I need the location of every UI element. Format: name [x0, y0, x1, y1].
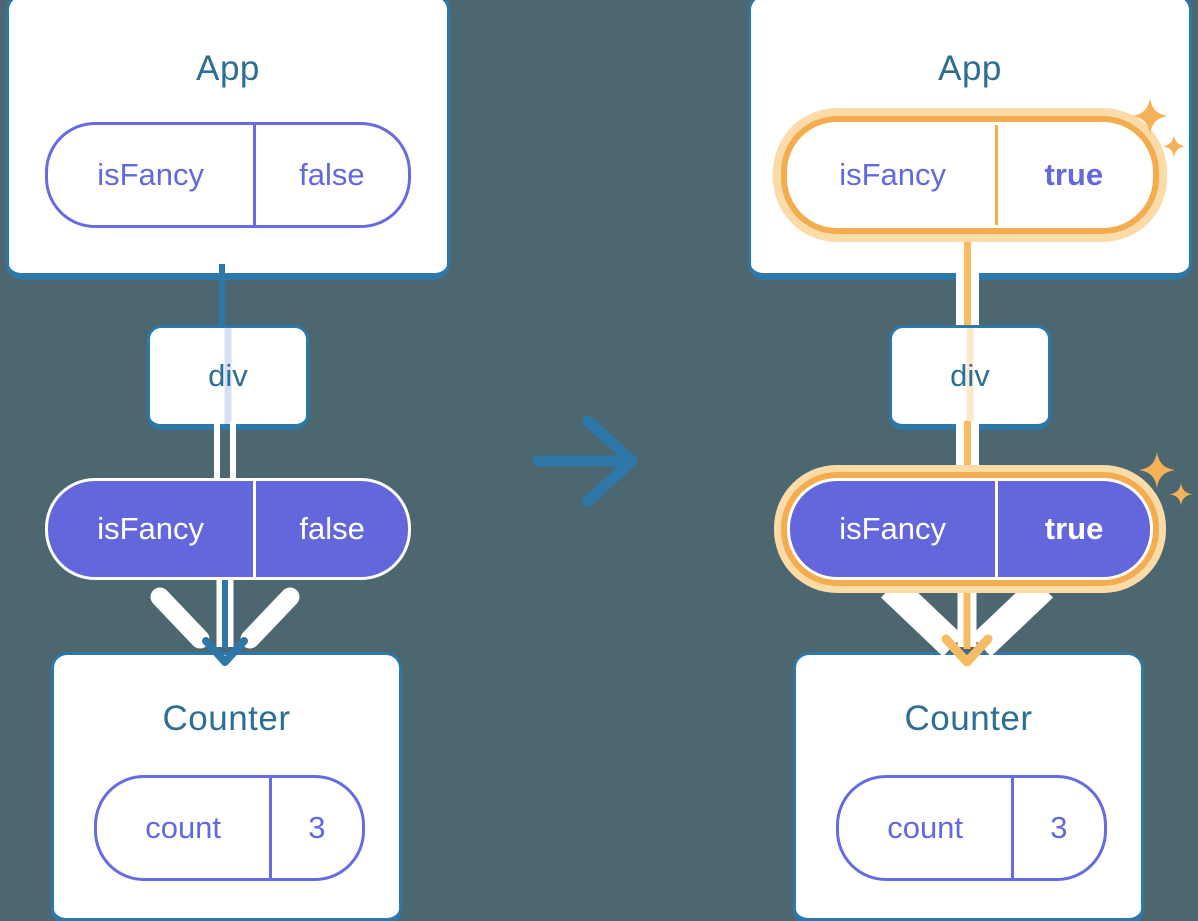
pass-through-line [966, 328, 974, 424]
diagram-before: App isFancy false div isFancy false Coun… [0, 0, 452, 921]
pass-down-arrow-icon [881, 577, 1053, 667]
diagram-after: App isFancy true div isFancy true [742, 0, 1194, 921]
count-name-label: count [887, 810, 964, 845]
count-value-label: 3 [308, 810, 326, 845]
app-card-title: App [938, 49, 1002, 88]
state-name-label: isFancy [839, 157, 946, 192]
state-value-label: false [299, 157, 365, 192]
div-node-box: div [889, 325, 1051, 430]
edge-app-to-div [219, 264, 225, 325]
count-name-label: count [145, 810, 222, 845]
counter-card-title: Counter [162, 699, 291, 738]
app-state-pill-highlighted: isFancy true [787, 122, 1153, 228]
pill-divider [253, 125, 256, 225]
edge-div-to-prop [214, 421, 236, 478]
sparkle-stars-icon [1139, 452, 1193, 506]
counter-state-pill: count 3 [94, 775, 365, 881]
prop-value-label: true [1044, 511, 1104, 546]
div-node-box: div [147, 325, 309, 430]
pill-divider [1011, 778, 1014, 878]
div-node-label: div [208, 358, 248, 393]
transition-arrow-icon [532, 415, 638, 507]
state-value-label: true [1044, 157, 1104, 192]
pass-through-line [224, 328, 232, 424]
app-state-pill: isFancy false [45, 122, 411, 228]
prop-name-label: isFancy [97, 511, 204, 546]
prop-value-label: false [299, 511, 365, 546]
state-name-label: isFancy [97, 157, 204, 192]
prop-pill-highlighted: isFancy true [787, 478, 1153, 580]
prop-name-label: isFancy [839, 511, 946, 546]
edge-app-to-div [956, 240, 979, 325]
div-node-label: div [950, 358, 990, 393]
pill-divider [253, 481, 257, 577]
counter-component-card: Counter count 3 [51, 652, 402, 921]
count-value-label: 3 [1050, 810, 1068, 845]
counter-card-title: Counter [904, 699, 1033, 738]
pass-down-arrow-icon [150, 575, 300, 666]
pill-divider [995, 481, 999, 577]
prop-pill: isFancy false [45, 478, 411, 580]
app-card-title: App [196, 49, 260, 88]
pill-divider [995, 125, 998, 225]
counter-state-pill: count 3 [836, 775, 1107, 881]
counter-component-card: Counter count 3 [793, 652, 1144, 921]
edge-div-to-prop [956, 421, 979, 478]
pill-divider [269, 778, 272, 878]
sparkle-stars-icon [1132, 98, 1186, 158]
